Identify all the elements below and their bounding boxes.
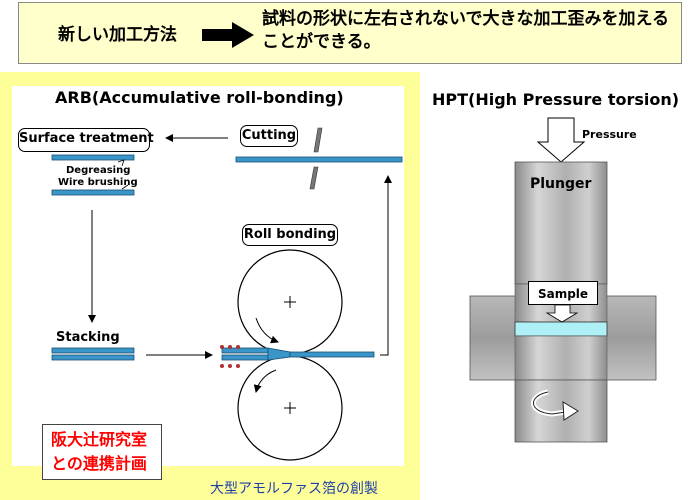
rolled-sheet xyxy=(289,351,375,358)
roll-bonding-label: Roll bonding xyxy=(242,224,338,246)
top-banner xyxy=(18,2,682,64)
upper-roll-center-mark xyxy=(284,296,296,308)
collaboration-note: 阪大辻研究室 との連携計画 xyxy=(42,424,162,480)
plunger xyxy=(514,161,608,285)
cutting-sheet xyxy=(235,156,403,163)
treated-sheet-bottom xyxy=(51,189,135,196)
stacked-sheet-top xyxy=(51,347,135,354)
banner-right-text: 試料の形状に左右されないで大きな加工歪みを加えることができる。 xyxy=(262,9,669,52)
arb-title: ARB(Accumulative roll-bonding) xyxy=(55,88,344,107)
plunger-label: Plunger xyxy=(530,176,592,192)
stacking-label: Stacking xyxy=(56,330,120,345)
stacked-sheet-bottom xyxy=(51,354,135,361)
cutting-label: Cutting xyxy=(240,125,298,147)
red-particle-dots xyxy=(220,345,240,368)
degreasing-label: Degreasing xyxy=(66,165,131,176)
lower-anvil xyxy=(514,335,608,381)
banner-arrow-icon xyxy=(202,22,254,48)
degreasing-pointer xyxy=(117,159,125,167)
collaboration-note-line1: 阪大辻研究室 xyxy=(51,430,148,449)
banner-left-text: 新しい加工方法 xyxy=(58,25,177,45)
lower-cutting-blade xyxy=(309,166,319,190)
collaboration-note-line2: との連携計画 xyxy=(51,454,147,473)
arrow-rolls-to-cutting xyxy=(380,175,392,356)
treated-sheet-top xyxy=(51,154,135,161)
pressure-arrow-icon xyxy=(536,117,586,163)
hpt-title: HPT(High Pressure torsion) xyxy=(432,90,680,109)
upper-cutting-blade xyxy=(313,127,323,153)
sample-pointer-arrow xyxy=(545,304,579,323)
lower-roll-center-mark xyxy=(284,402,296,414)
pressure-label: Pressure xyxy=(582,128,637,141)
bottom-caption: 大型アモルファス箔の創製 xyxy=(210,481,378,497)
wire-brushing-pointer xyxy=(121,184,129,190)
upper-roll-rotation-arrow xyxy=(255,317,279,344)
sample-label: Sample xyxy=(528,281,598,305)
wire-brushing-label: Wire brushing xyxy=(58,177,138,188)
lower-roll-rotation-arrow xyxy=(253,369,277,393)
sample-disk xyxy=(514,321,608,337)
surface-treatment-label: Surface treatment xyxy=(18,128,154,152)
